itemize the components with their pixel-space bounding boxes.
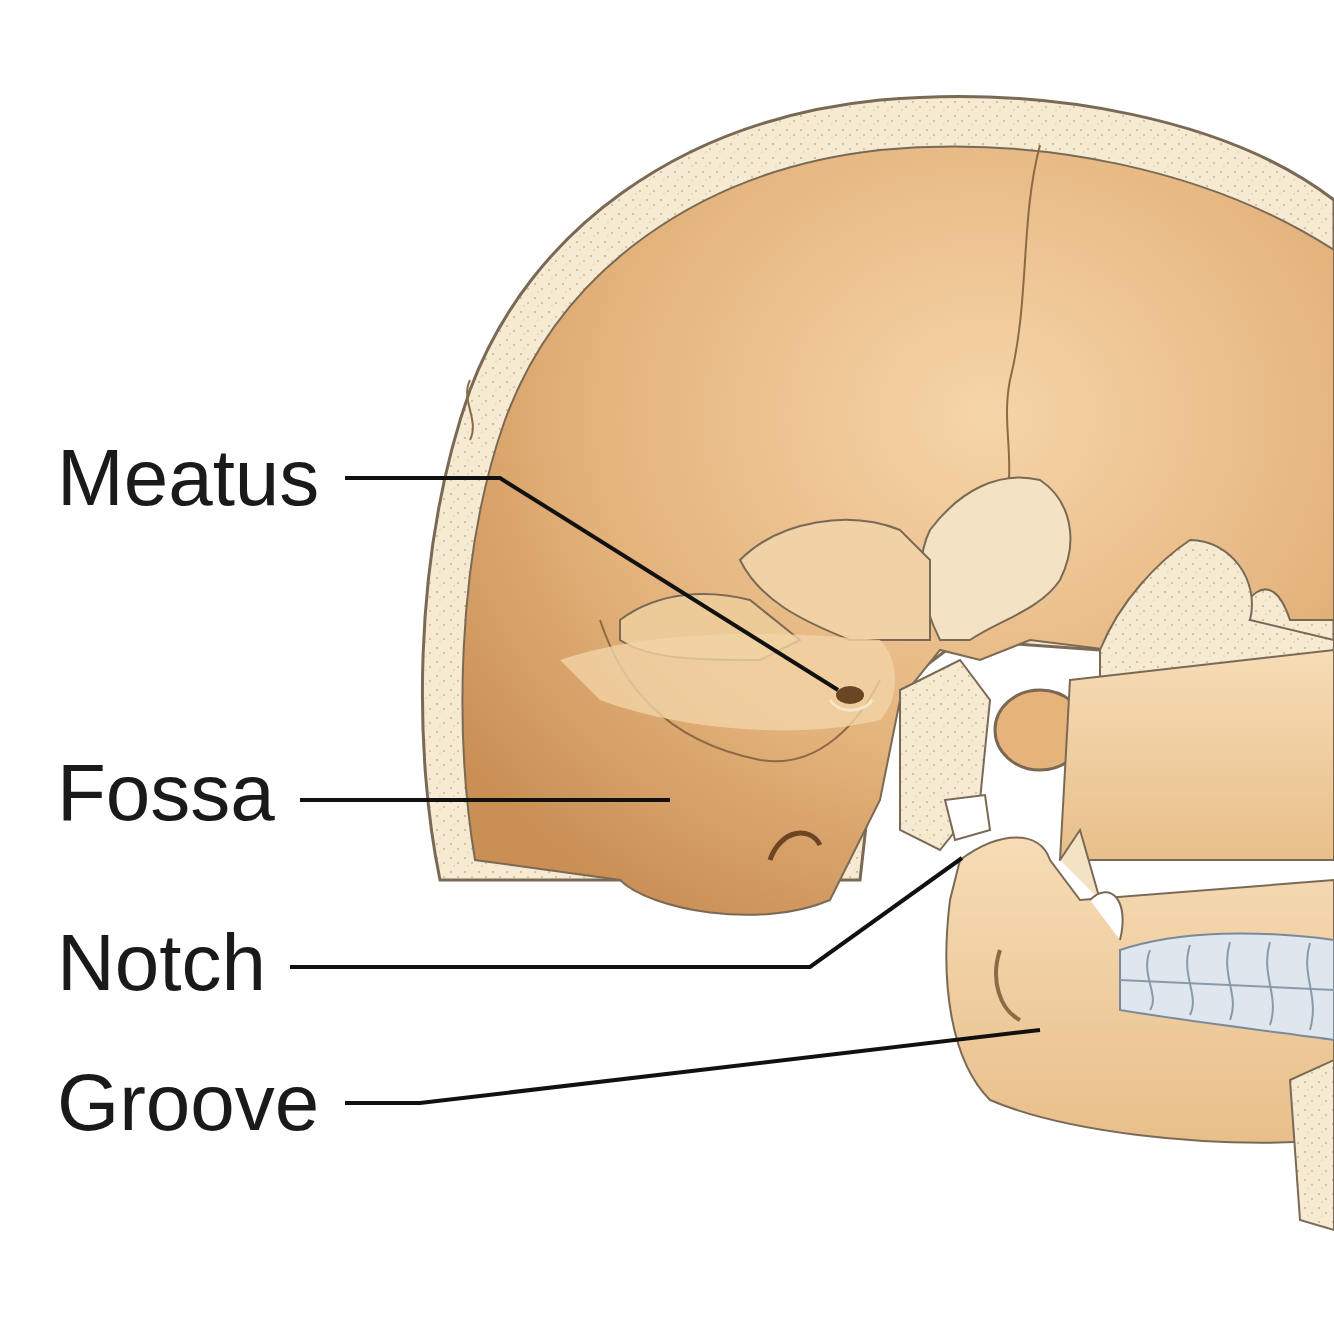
part-label: Meatus [55, 438, 321, 518]
part-label: Notch [55, 923, 268, 1003]
part-label: Groove [55, 1063, 321, 1143]
part-label: Fossa [55, 753, 277, 833]
leader-lines [290, 478, 1040, 1103]
